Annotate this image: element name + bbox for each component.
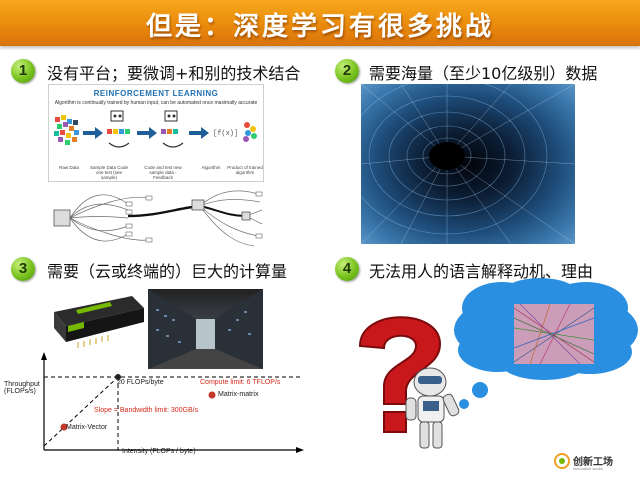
point-matrix-vector <box>60 423 68 431</box>
matrix-data-tunnel-image <box>361 84 575 244</box>
number-badge-3: 3 <box>11 257 35 281</box>
robot-icon <box>110 110 124 122</box>
matrix-vector-label: Matrix-Vector <box>66 424 108 431</box>
section-2-heading: 需要海量（至少10亿级别）数据 <box>369 64 598 83</box>
rl-subtitle: Algorithm is continually trained by huma… <box>54 100 258 106</box>
number-badge-1: 1 <box>11 59 35 83</box>
ridge-point <box>115 374 121 380</box>
robot-question-illustration <box>358 278 638 449</box>
rl-caption-5: Product of trained algorithm <box>227 165 263 175</box>
chart-x-label: Intensity (FLOPs / byte) <box>122 448 196 455</box>
robot-icon <box>405 367 460 449</box>
datacenter-photo <box>148 289 263 369</box>
slide-title: 但是：深度学习有很多挑战 <box>145 12 494 42</box>
robot-icon <box>164 110 178 122</box>
point-matrix-matrix <box>208 391 216 399</box>
svg-text:[f(x)]: [f(x)] <box>213 130 238 138</box>
rl-diagram: [f(x)] <box>54 110 257 148</box>
compute-limit-label: Compute limit: 6 TFLOP/s <box>200 379 281 386</box>
innovation-works-logo-icon <box>554 453 570 469</box>
slope-label: Slope = Bandwidth limit: 300GB/s <box>94 407 199 414</box>
network-graph-figure <box>53 190 263 247</box>
rl-heading: REINFORCEMENT LEARNING <box>93 89 219 98</box>
chart-y-label: Throughput (FLOPs/s) <box>4 381 40 395</box>
raw-data-pile <box>54 115 79 145</box>
ridge-point-label: 20 FLOPs/byte <box>117 379 164 386</box>
logo-tagline: innovation works <box>573 466 603 471</box>
question-mark-icon <box>358 316 442 433</box>
logo-name: 创新工场 <box>573 457 613 468</box>
title-bar: 但是：深度学习有很多挑战 <box>0 0 640 46</box>
number-badge-4: 4 <box>335 257 359 281</box>
matrix-matrix-label: Matrix-matrix <box>218 391 259 398</box>
reinforcement-learning-figure: REINFORCEMENT LEARNING Algorithm is cont… <box>48 84 264 182</box>
rl-caption-2: Sample Data Code one test (see sample) <box>89 165 129 180</box>
rl-caption-1: Raw Data <box>59 165 79 170</box>
gpu-card-image <box>54 296 144 348</box>
section-1-heading: 没有平台；要微调+和别的技术结合 <box>47 64 301 83</box>
section-3-heading: 需要（云或终端的）巨大的计算量 <box>47 262 288 281</box>
number-badge-2: 2 <box>335 59 359 83</box>
rl-caption-3: Code and test new sample data - Feedback <box>144 165 182 180</box>
rl-caption-4: Algorithm <box>201 165 221 170</box>
section-4-heading: 无法用人的语言解释动机、理由 <box>369 262 594 281</box>
